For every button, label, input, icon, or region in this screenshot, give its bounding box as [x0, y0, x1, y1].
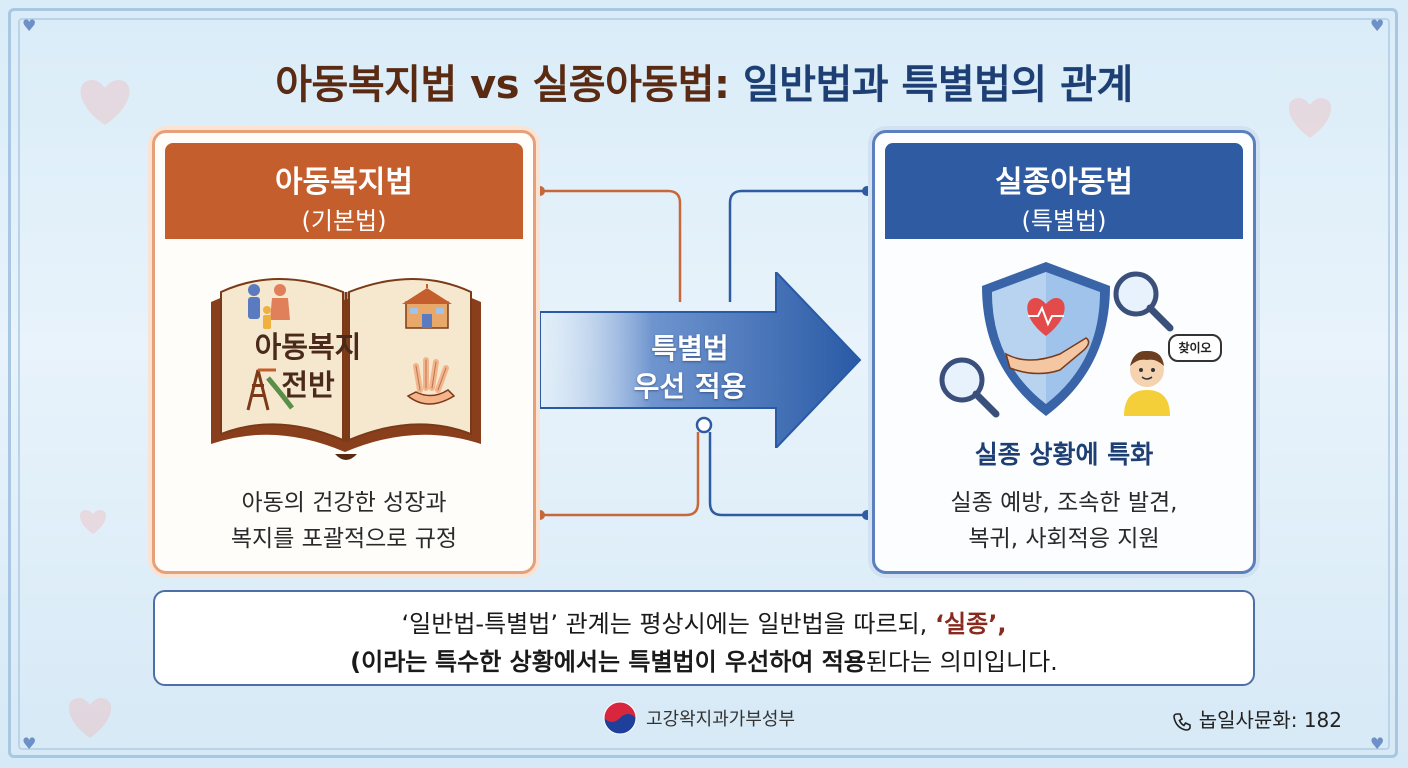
page-title: 아동복지법 vs 실종아동법: 일반법과 특별법의 관계 — [0, 52, 1408, 110]
shield-heart-icon — [982, 262, 1110, 416]
phone-info: 놉일사뮨화: 182 — [1172, 704, 1342, 733]
decor-heart-icon — [80, 80, 130, 125]
explanation-text: 된다는 의미입니다. — [865, 648, 1058, 676]
general-law-subtitle: (기본법) — [301, 207, 387, 235]
priority-arrow — [540, 272, 862, 448]
title-part1: 아동복지법 vs 실종아동법: — [275, 62, 730, 108]
hands-icon — [406, 357, 456, 405]
special-law-title: 실종아동법 — [995, 165, 1133, 200]
book-label-line: 아동복지 — [254, 330, 362, 364]
corner-heart-icon: ♥ — [1370, 16, 1385, 35]
decor-heart-icon — [79, 510, 107, 534]
book-label-line: 전반 — [281, 368, 335, 402]
explanation-emphasis: 특수한 상황에서는 특별법이 우선하여 적용 — [435, 648, 866, 676]
corner-heart-icon: ♥ — [22, 734, 37, 753]
title-part2: 일반법과 특별법의 관계 — [742, 62, 1133, 108]
outer-frame — [8, 8, 1398, 758]
playground-icon — [246, 368, 294, 411]
explanation-quote: ‘실종’, — [934, 610, 1007, 638]
description-line: 아동의 건강한 성장과 — [241, 490, 447, 516]
general-law-header: 아동복지법 (기본법) — [165, 143, 523, 239]
phone-icon — [1173, 712, 1192, 731]
explanation-text: ‘일반법-특별법’ 관계는 평상시에는 일반법을 따르되, — [401, 610, 928, 638]
phone-number: 놉일사뮨화: 182 — [1198, 708, 1342, 732]
emblem-icon — [603, 701, 637, 735]
arrow-line1: 특별법 — [651, 332, 729, 365]
inner-frame — [18, 18, 1390, 750]
explanation-line-2: (이라는 특수한 상황에서는 특별법이 우선하여 적용된다는 의미입니다. — [155, 642, 1253, 677]
book-label: 아동복지 전반 — [242, 328, 374, 404]
decor-heart-icon — [1288, 98, 1332, 138]
explanation-text: (이라는 — [350, 648, 428, 676]
special-law-description: 실종 예방, 조속한 발견, 복귀, 사회적응 지원 — [885, 485, 1243, 557]
special-situation-label: 실종 상황에 특화 — [974, 440, 1154, 469]
description-line: 실종 예방, 조속한 발견, — [950, 490, 1178, 516]
decor-heart-icon — [68, 698, 112, 738]
explanation-line-1: ‘일반법-특별법’ 관계는 평상시에는 일반법을 따르되, ‘실종’, — [155, 604, 1253, 639]
explanation-box: ‘일반법-특별법’ 관계는 평상시에는 일반법을 따르되, ‘실종’, (이라는… — [153, 590, 1255, 686]
magnifier-icon — [1113, 271, 1174, 332]
description-line: 복귀, 사회적응 지원 — [968, 526, 1160, 552]
speech-bubble: 찾이오 — [1168, 334, 1222, 362]
special-law-subtitle: (특별법) — [1021, 207, 1107, 235]
school-icon — [402, 284, 452, 329]
family-icon — [248, 284, 290, 329]
general-law-description: 아동의 건강한 성장과 복지를 포괄적으로 규정 — [165, 485, 523, 557]
child-icon — [1124, 350, 1170, 416]
special-law-header: 실종아동법 (특별법) — [885, 143, 1243, 239]
magnifier-icon — [939, 357, 1000, 418]
corner-heart-icon: ♥ — [22, 16, 37, 35]
arrow-label: 특별법 우선 적용 — [600, 330, 780, 406]
ministry-name: 고강왁지과가부성부 — [646, 709, 796, 730]
arrow-line2: 우선 적용 — [633, 370, 747, 403]
general-law-title: 아동복지법 — [275, 165, 413, 200]
corner-heart-icon: ♥ — [1370, 734, 1385, 753]
description-line: 복지를 포괄적으로 규정 — [230, 526, 458, 552]
